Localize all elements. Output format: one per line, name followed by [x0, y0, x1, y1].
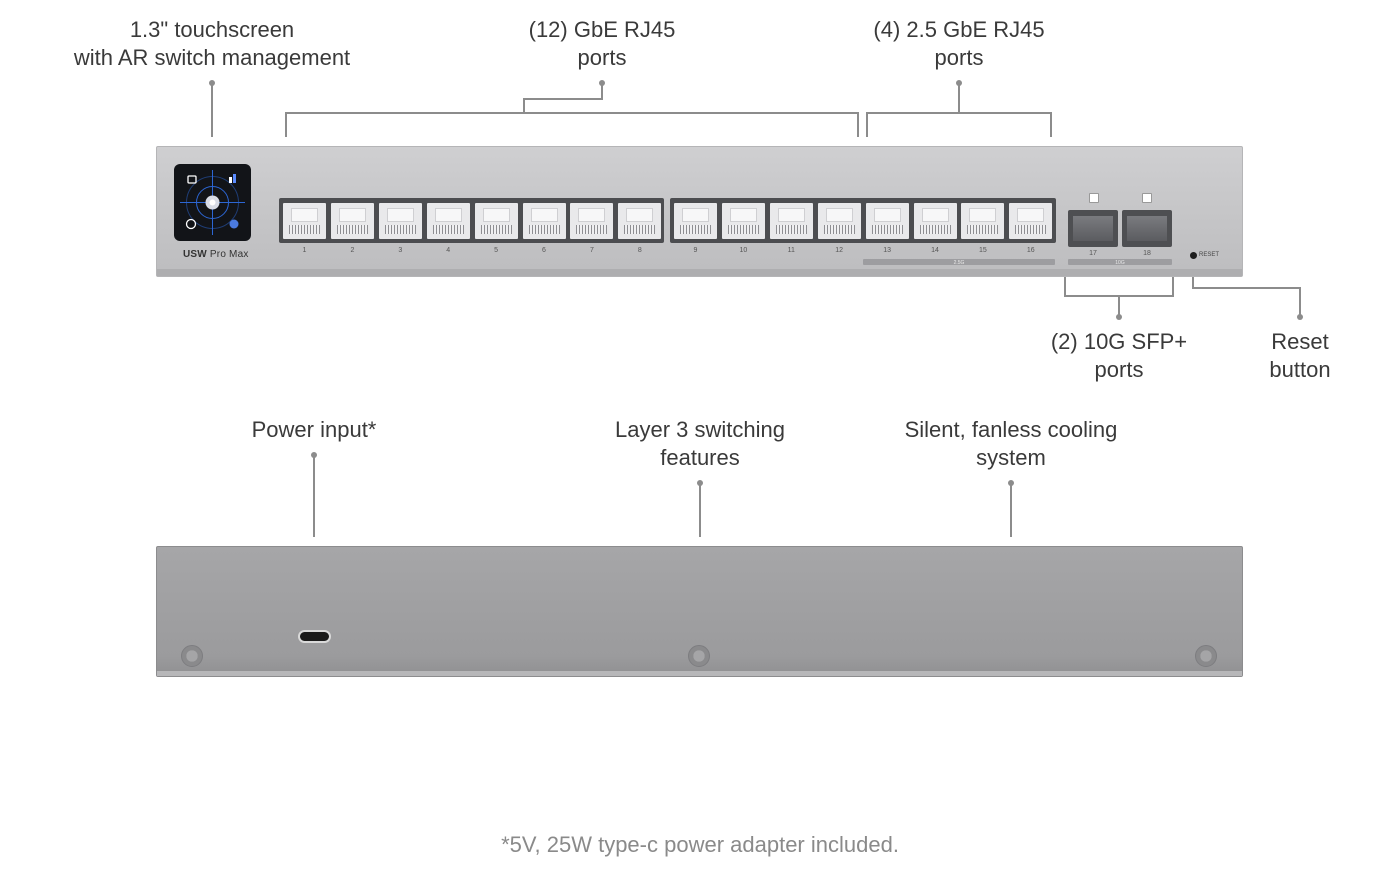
- port-number-8: 8: [637, 247, 642, 254]
- port-number-11: 11: [787, 247, 795, 254]
- callout-gbe-line2: ports: [577, 45, 627, 70]
- callout-layer3: Layer 3 switching features: [590, 416, 810, 472]
- port-number-7: 7: [589, 247, 594, 254]
- callout-touchscreen-line2: with AR switch management: [73, 45, 351, 70]
- rj45-port-2[interactable]: [330, 203, 374, 239]
- callout-touchscreen-line1: 1.3" touchscreen: [129, 17, 295, 42]
- port-number-17: 17: [1089, 250, 1097, 257]
- rj45-port-7[interactable]: [570, 203, 614, 239]
- port-number-6: 6: [542, 247, 546, 254]
- rj45-port-1[interactable]: [283, 203, 326, 239]
- port-number-14: 14: [931, 247, 939, 254]
- callout-2-5gbe-line1: (4) 2.5 GbE RJ45: [873, 17, 1045, 42]
- screw-icon: [1195, 645, 1217, 667]
- callout-sfp-line1: (2) 10G SFP+: [1050, 329, 1188, 354]
- sfp-led-18: [1142, 193, 1152, 203]
- port-number-3: 3: [398, 247, 403, 254]
- rj45-port-12[interactable]: [817, 203, 861, 239]
- port-number-13: 13: [883, 247, 891, 254]
- screw-icon: [181, 645, 203, 667]
- usb-c-port-icon[interactable]: [298, 630, 331, 643]
- model-brand: USW: [183, 249, 207, 260]
- callout-cooling: Silent, fanless cooling system: [886, 416, 1136, 472]
- callout-reset-line1: Reset: [1271, 329, 1329, 354]
- rj45-port-6[interactable]: [522, 203, 566, 239]
- callout-gbe-ports: (12) GbE RJ45 ports: [492, 16, 712, 72]
- model-name: Pro Max: [209, 249, 249, 260]
- group-bar-10g: [1068, 259, 1172, 265]
- callout-2-5gbe-line2: ports: [934, 45, 984, 70]
- reset-label: RESET: [1199, 252, 1220, 258]
- rj45-port-15[interactable]: [961, 203, 1005, 239]
- rj45-port-13[interactable]: [865, 203, 909, 239]
- rj45-port-16[interactable]: [1009, 203, 1053, 239]
- sfp-port-17[interactable]: [1068, 210, 1118, 247]
- footnote: *5V, 25W type-c power adapter included.: [501, 832, 899, 857]
- rj45-port-10[interactable]: [721, 203, 765, 239]
- sfp-led-17: [1089, 193, 1099, 203]
- port-number-4: 4: [446, 247, 451, 254]
- rj45-port-14[interactable]: [913, 203, 957, 239]
- front-panel-lip: [157, 269, 1242, 276]
- callout-2-5gbe-ports: (4) 2.5 GbE RJ45 ports: [839, 16, 1079, 72]
- screw-icon: [688, 645, 710, 667]
- reset-button[interactable]: [1190, 252, 1197, 259]
- callout-power-input: Power input*: [224, 416, 404, 444]
- rj45-port-9[interactable]: [674, 203, 717, 239]
- callout-layer3-line2: features: [660, 445, 740, 470]
- group-bar-2-5g: [863, 259, 1055, 265]
- callout-layer3-line1: Layer 3 switching: [615, 417, 785, 442]
- port-number-5: 5: [494, 247, 499, 254]
- touchscreen-display[interactable]: [174, 164, 251, 241]
- callout-power-line1: Power input*: [251, 417, 377, 442]
- callout-touchscreen: 1.3" touchscreen with AR switch manageme…: [62, 16, 362, 72]
- sfp-port-18[interactable]: [1122, 210, 1172, 247]
- callout-reset-line2: button: [1269, 357, 1331, 382]
- port-number-10: 10: [739, 247, 748, 254]
- port-number-12: 12: [835, 247, 844, 254]
- model-label: USW Pro Max: [183, 249, 249, 260]
- rj45-port-8[interactable]: [618, 203, 662, 239]
- port-number-1: 1: [302, 247, 307, 254]
- group-label-10g: 10G: [1115, 260, 1125, 266]
- port-number-18: 18: [1143, 250, 1151, 257]
- group-label-2-5g: 2.5G: [953, 260, 965, 266]
- callout-reset-button: Reset button: [1250, 328, 1350, 384]
- port-number-9: 9: [693, 247, 698, 254]
- rj45-port-11[interactable]: [769, 203, 813, 239]
- port-number-2: 2: [350, 247, 355, 254]
- touchscreen-icon: [180, 170, 245, 235]
- callout-gbe-line1: (12) GbE RJ45: [528, 17, 676, 42]
- port-number-15: 15: [978, 247, 987, 254]
- rj45-port-5[interactable]: [474, 203, 518, 239]
- rj45-port-4[interactable]: [426, 203, 470, 239]
- port-number-16: 16: [1026, 247, 1035, 254]
- callout-sfp-line2: ports: [1094, 357, 1144, 382]
- callout-cooling-line1: Silent, fanless cooling: [904, 417, 1118, 442]
- rj45-port-3[interactable]: [378, 203, 422, 239]
- back-panel-lip: [157, 671, 1242, 676]
- callout-sfp-ports: (2) 10G SFP+ ports: [1029, 328, 1209, 384]
- callout-cooling-line2: system: [976, 445, 1046, 470]
